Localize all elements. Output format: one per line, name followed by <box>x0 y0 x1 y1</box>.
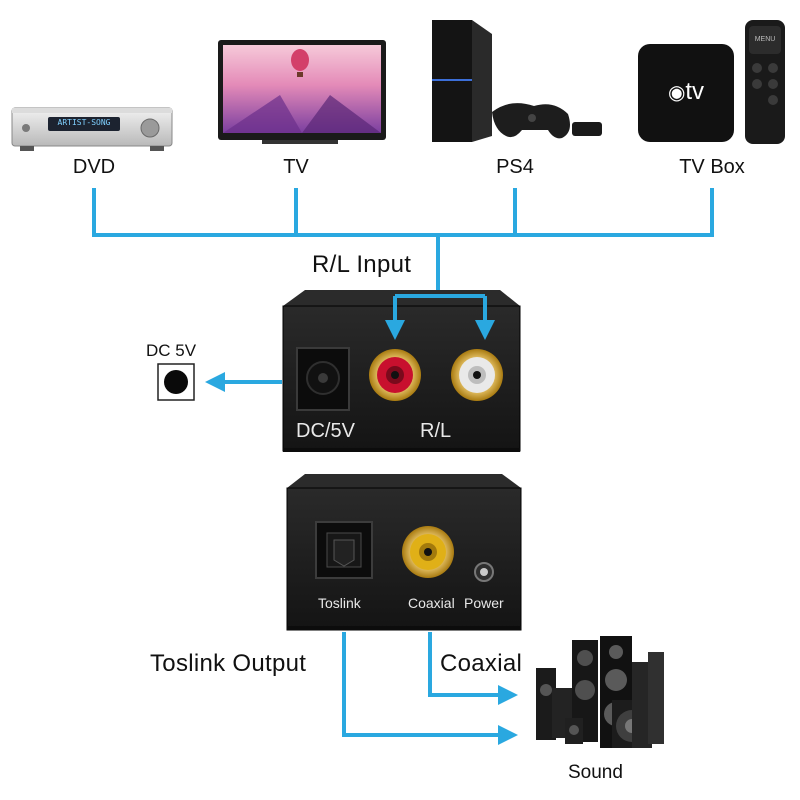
source-label-ps4: PS4 <box>496 156 534 178</box>
rl-input-label: R/L Input <box>312 251 412 278</box>
tvbox-device-icon <box>638 20 785 144</box>
dvd-device-icon <box>11 107 173 151</box>
dc-plug-icon <box>157 363 195 401</box>
speakers-icon <box>536 636 664 748</box>
dc-5v-label: DC 5V <box>146 341 197 360</box>
coaxial-port-label: Coaxial <box>408 595 455 611</box>
tvbox-logo-word: tv <box>685 78 705 105</box>
tv-device-icon <box>218 40 386 144</box>
coaxial-output-line <box>428 632 518 705</box>
tvbox-logo-text: ◉tv <box>656 78 716 106</box>
ps4-device-icon <box>432 20 602 142</box>
power-led-icon <box>474 562 494 582</box>
toslink-output-label: Toslink Output <box>150 650 307 677</box>
sound-label: Sound <box>568 762 623 783</box>
source-label-tvbox: TV Box <box>679 156 745 178</box>
rca-white-jack-icon <box>451 349 503 401</box>
dc-jack-icon <box>296 347 350 411</box>
toslink-port-icon <box>315 521 373 579</box>
dvd-display-text: ARTIST-SONG <box>57 118 111 127</box>
power-port-label: Power <box>464 595 504 611</box>
input-bus-lines <box>92 188 714 298</box>
source-label-dvd: DVD <box>72 156 116 178</box>
coaxial-jack-icon <box>402 526 454 578</box>
rl-port-label: R/L <box>420 420 452 442</box>
coaxial-output-label: Coaxial <box>440 650 523 677</box>
remote-menu-text: MENU <box>754 36 776 43</box>
toslink-port-label: Toslink <box>318 595 361 611</box>
source-label-tv: TV <box>283 156 309 178</box>
toslink-output-line <box>342 632 518 745</box>
rl-split-arrows <box>385 294 495 340</box>
apple-icon: ◉ <box>667 82 686 104</box>
dc-port-label: DC/5V <box>296 420 355 442</box>
rca-red-jack-icon <box>369 349 421 401</box>
